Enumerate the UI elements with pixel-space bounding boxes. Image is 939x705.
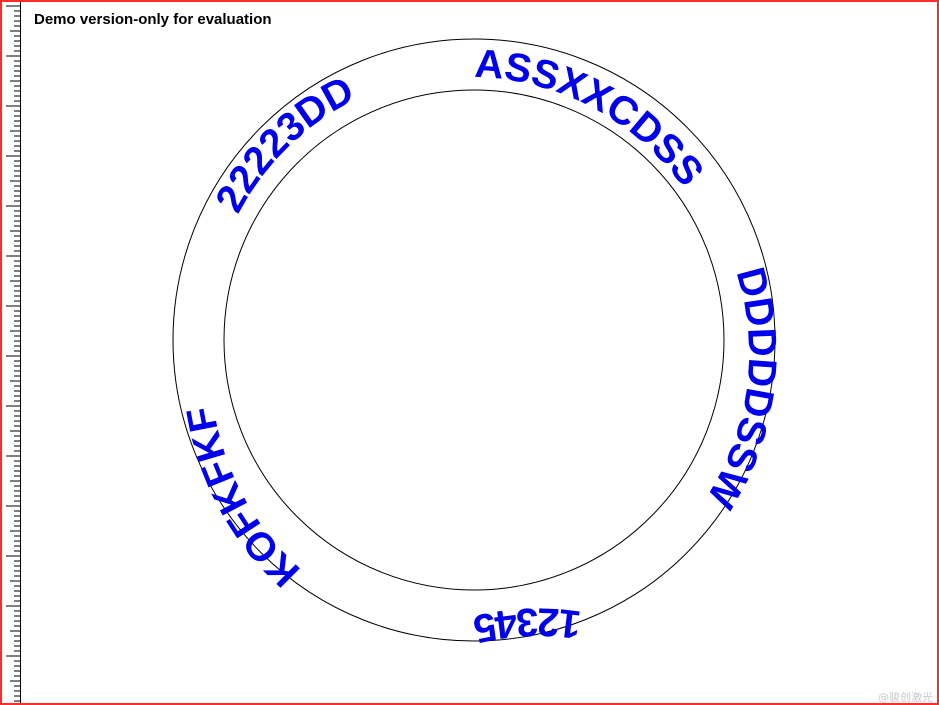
ring-label-bottom[interactable]: 12345: [470, 599, 583, 651]
demo-version-label: Demo version-only for evaluation: [34, 11, 272, 28]
vertical-ruler[interactable]: [2, 2, 21, 703]
ring-label-right[interactable]: DDDDDSSWD: [0, 0, 784, 516]
ring-label-left[interactable]: KOFKFKFD: [0, 0, 308, 595]
ring-label-upper-left[interactable]: 22223DD: [207, 68, 361, 219]
watermark-text: @骏创激光: [878, 691, 933, 704]
ring-outer-circle[interactable]: [172, 38, 776, 642]
ring-label-top[interactable]: ASSXXCDSS: [473, 42, 712, 194]
ring-inner-circle[interactable]: [223, 89, 725, 591]
